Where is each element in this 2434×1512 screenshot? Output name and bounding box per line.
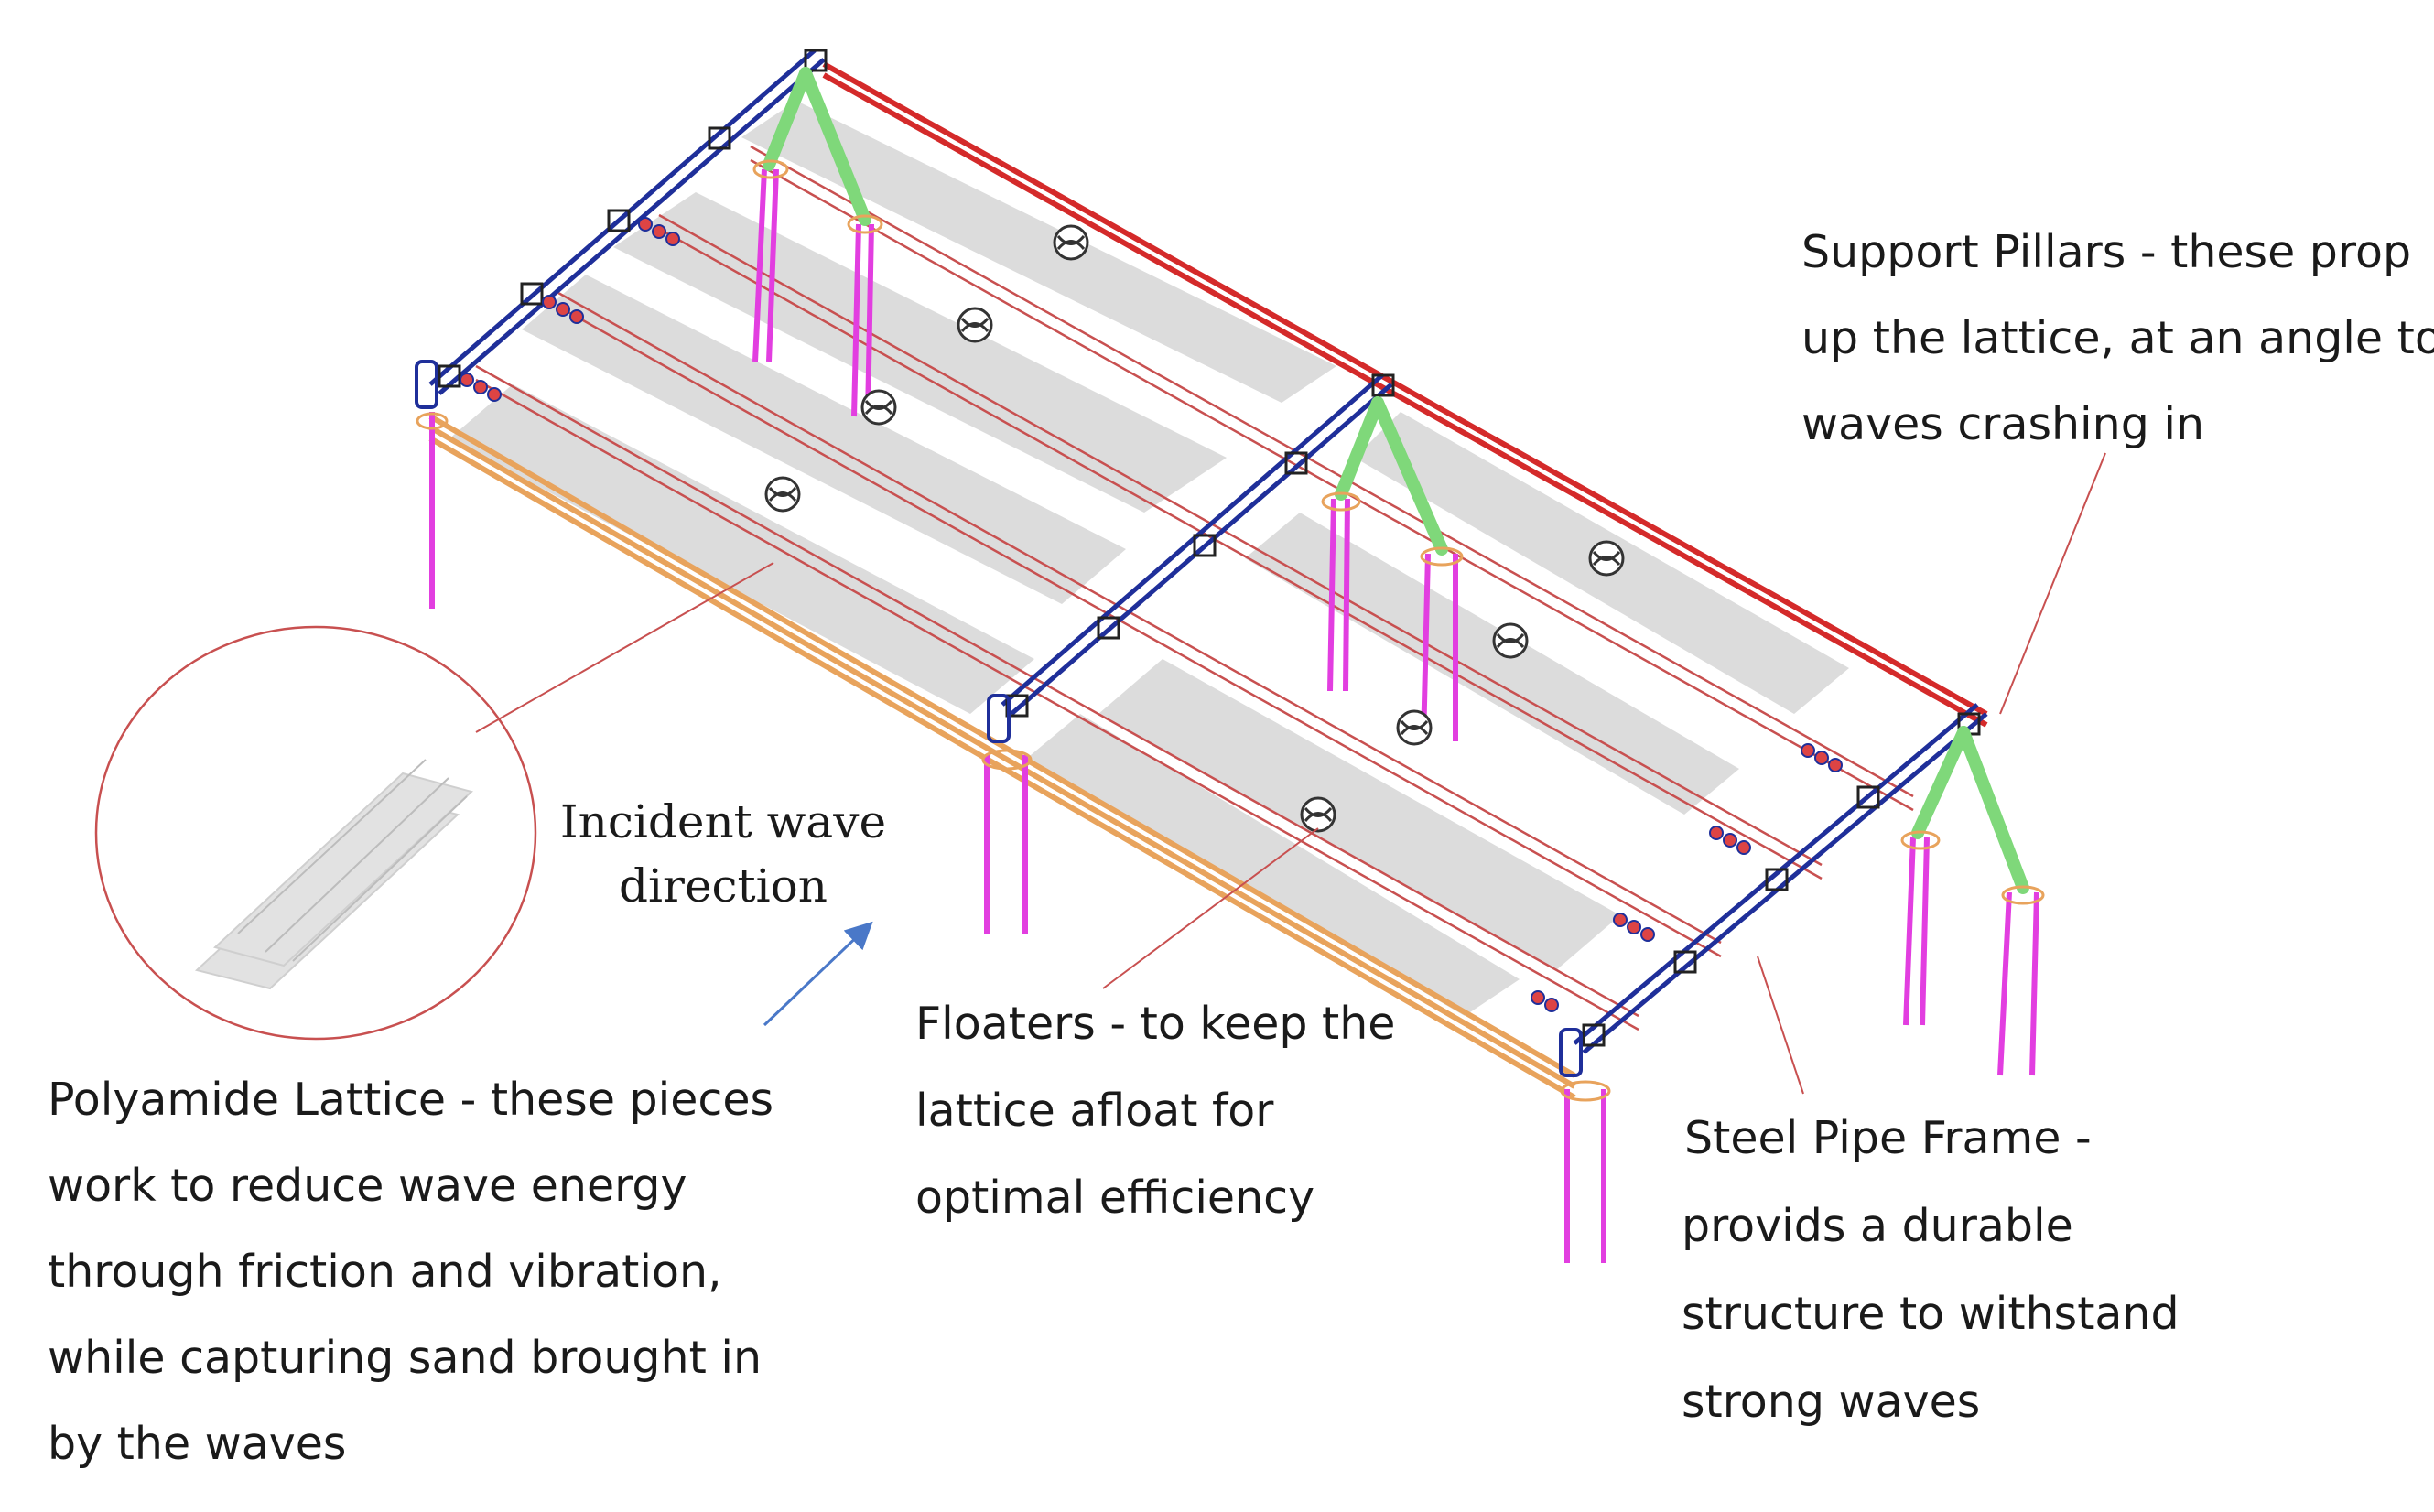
floater [1053,224,1089,261]
incident-wave-arrow [763,921,873,1027]
svg-text:Floaters - to keep the: Floaters - to keep the [915,998,1395,1050]
svg-text:by the waves: by the waves [48,1418,346,1470]
cross-rail [658,213,1823,867]
svg-text:Incident wave: Incident wave [560,795,886,848]
inset-ellipse [94,625,537,1041]
floater [1396,709,1433,746]
cross-rail [750,145,1914,798]
svg-text:through friction and vibration: through friction and vibration, [48,1246,722,1298]
pillars-leader [1999,452,2106,715]
svg-text:lattice afloat for: lattice afloat for [915,1085,1274,1137]
cross-rail [750,158,1914,812]
cross-rail [475,378,1639,1031]
floater [1492,622,1529,659]
support-pillar [1903,837,1916,1026]
support-pillar [1421,553,1431,742]
support-pillar [752,168,767,362]
svg-text:optimal efficiency: optimal efficiency [915,1172,1314,1224]
incident-wave-label: Incident wave direction [560,795,886,913]
svg-text:up the lattice, at an angle to: up the lattice, at an angle to [1801,312,2434,364]
svg-text:work to reduce wave energy: work to reduce wave energy [48,1160,687,1212]
cross-rail [557,305,1722,958]
svg-text:provids a durable: provids a durable [1682,1200,2073,1252]
steel-pipe-frame [428,49,1988,1054]
cross-rail [475,364,1639,1018]
support-pillar [1920,837,1930,1026]
lattice-panel-right-mid [1245,513,1739,815]
support-pillar [766,168,779,362]
pillar-rings [416,159,2045,1102]
floater [1300,796,1336,833]
support-pillar [865,223,874,417]
cross-rail [557,291,1722,945]
corner-posts [415,360,1583,1077]
floater [764,476,801,513]
svg-text:Steel Pipe Frame -: Steel Pipe Frame - [1684,1112,2092,1164]
steel-pipe-frame-label: Steel Pipe Frame - provids a durable str… [1682,1112,2180,1428]
svg-text:Support Pillars - these prop: Support Pillars - these prop [1801,226,2411,278]
lattice-panel-right-front2 [1025,714,1520,1016]
support-pillar [1327,498,1336,692]
back-rail [822,61,1988,728]
floaters-label: Floaters - to keep the lattice afloat fo… [915,998,1395,1224]
support-pillar [1997,891,2012,1076]
lattice-panel-back [741,101,1336,403]
floater [1588,540,1625,577]
lattice-panel-mid-back [613,192,1227,513]
support-pillar [2029,891,2039,1076]
support-pillars [429,168,2039,1263]
polyamide-lattice-label: Polyamide Lattice - these pieces work to… [48,1074,773,1470]
floaters-leader [1102,827,1319,989]
lattice-panel-front [449,384,1034,714]
svg-text:while capturing sand brought i: while capturing sand brought in [48,1332,762,1384]
support-pillar [1343,498,1350,692]
floater [860,389,897,426]
cross-rail [658,227,1823,880]
frame-joints [438,49,1981,1047]
floater [957,307,993,343]
cross-rails [475,145,1914,1031]
floaters [764,224,1625,833]
svg-text:direction: direction [619,859,828,913]
lattice-panel-right-front [1098,659,1620,970]
leader-lines [475,452,2106,1095]
rail-end-caps [460,217,1843,1012]
frame-leader [1757,956,1804,1095]
lattice-inset [94,625,537,1041]
lattice-piece-icon [194,759,474,990]
svg-text:waves crashing in: waves crashing in [1801,398,2204,450]
angled-braces [763,67,2029,894]
support-pillars-label: Support Pillars - these prop up the latt… [1801,226,2434,450]
svg-text:strong waves: strong waves [1682,1376,1980,1428]
lattice-leader [475,562,774,733]
support-pillar [851,223,861,417]
svg-text:Polyamide Lattice - these piec: Polyamide Lattice - these pieces [48,1074,773,1126]
svg-text:structure to withstand: structure to withstand [1682,1288,2180,1340]
